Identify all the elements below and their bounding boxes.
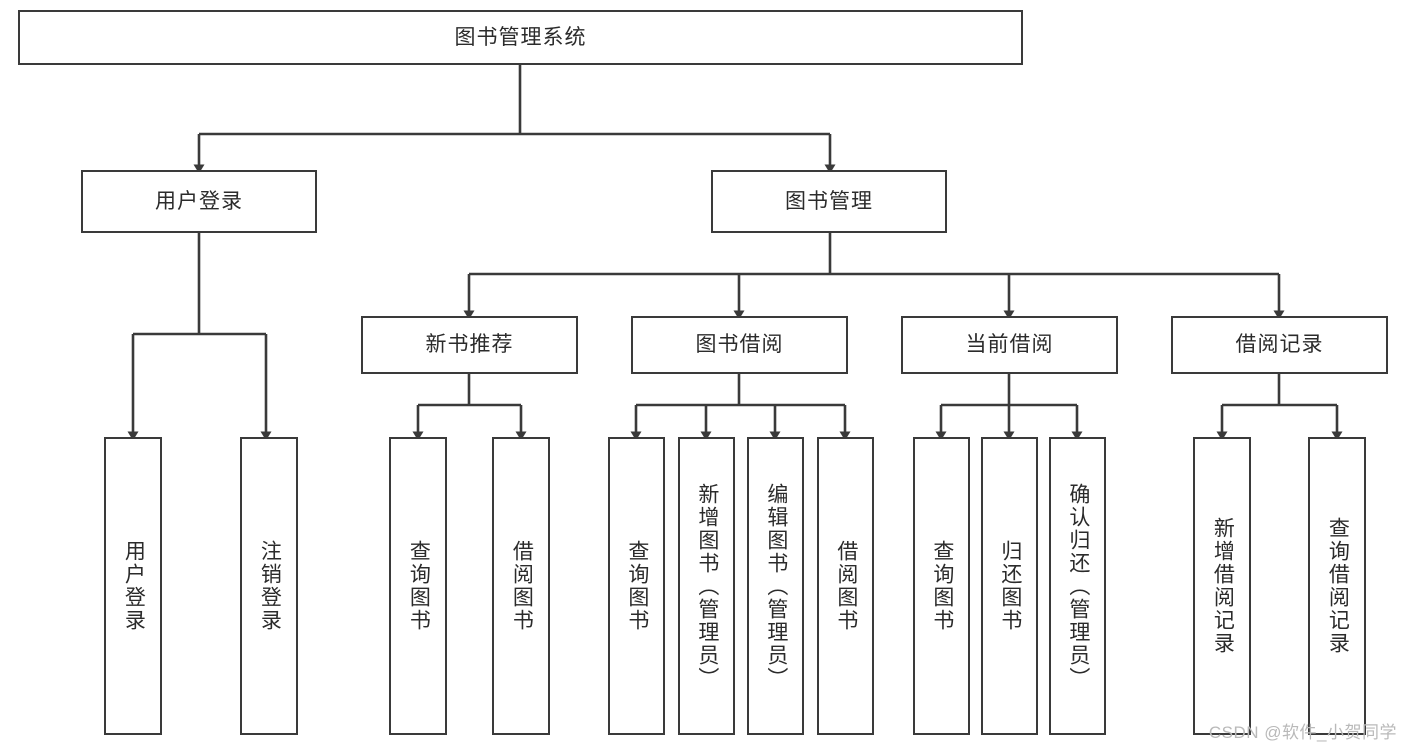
leaf-user-login[interactable]: 用户登录	[104, 437, 162, 735]
leaf-query-book-2-label: 查询图书	[625, 540, 649, 632]
leaf-query-record[interactable]: 查询借阅记录	[1308, 437, 1366, 735]
leaf-query-record-label: 查询借阅记录	[1326, 517, 1350, 655]
node-user-login[interactable]: 用户登录	[81, 170, 317, 233]
leaf-add-record[interactable]: 新增借阅记录	[1193, 437, 1251, 735]
leaf-borrow-book-1[interactable]: 借阅图书	[492, 437, 550, 735]
node-book-manage-label: 图书管理	[785, 189, 873, 213]
node-book-manage[interactable]: 图书管理	[711, 170, 947, 233]
leaf-add-book[interactable]: 新增图书（管理员）	[678, 437, 735, 735]
leaf-query-book-3-label: 查询图书	[930, 540, 954, 632]
node-borrow-record[interactable]: 借阅记录	[1171, 316, 1388, 374]
leaf-borrow-book-2-label: 借阅图书	[834, 540, 858, 632]
leaf-return-book[interactable]: 归还图书	[981, 437, 1038, 735]
node-root-system[interactable]: 图书管理系统	[18, 10, 1023, 65]
leaf-edit-book[interactable]: 编辑图书（管理员）	[747, 437, 804, 735]
leaf-add-book-label: 新增图书（管理员）	[695, 482, 719, 690]
leaf-query-book-1-label: 查询图书	[407, 540, 431, 632]
node-borrow-record-label: 借阅记录	[1235, 333, 1324, 357]
leaf-user-login-label: 用户登录	[122, 540, 146, 632]
leaf-query-book-2[interactable]: 查询图书	[608, 437, 665, 735]
leaf-edit-book-label: 编辑图书（管理员）	[764, 482, 788, 690]
leaf-borrow-book-2[interactable]: 借阅图书	[817, 437, 874, 735]
watermark-text: CSDN @软件_小贺同学	[1208, 723, 1397, 742]
node-new-book-recommend[interactable]: 新书推荐	[361, 316, 578, 374]
leaf-confirm-return[interactable]: 确认归还（管理员）	[1049, 437, 1106, 735]
leaf-query-book-3[interactable]: 查询图书	[913, 437, 970, 735]
node-book-borrow-label: 图书借阅	[695, 333, 784, 357]
leaf-query-book-1[interactable]: 查询图书	[389, 437, 447, 735]
leaf-user-logout[interactable]: 注销登录	[240, 437, 298, 735]
node-current-borrow[interactable]: 当前借阅	[901, 316, 1118, 374]
node-current-borrow-label: 当前借阅	[965, 333, 1054, 357]
node-user-login-label: 用户登录	[155, 189, 243, 213]
node-new-book-recommend-label: 新书推荐	[425, 333, 514, 357]
node-root-system-label: 图书管理系统	[454, 25, 587, 49]
leaf-confirm-return-label: 确认归还（管理员）	[1066, 482, 1090, 690]
node-book-borrow[interactable]: 图书借阅	[631, 316, 848, 374]
leaf-return-book-label: 归还图书	[998, 540, 1022, 632]
leaf-add-record-label: 新增借阅记录	[1211, 517, 1235, 655]
leaf-user-logout-label: 注销登录	[258, 540, 282, 632]
leaf-borrow-book-1-label: 借阅图书	[510, 540, 534, 632]
